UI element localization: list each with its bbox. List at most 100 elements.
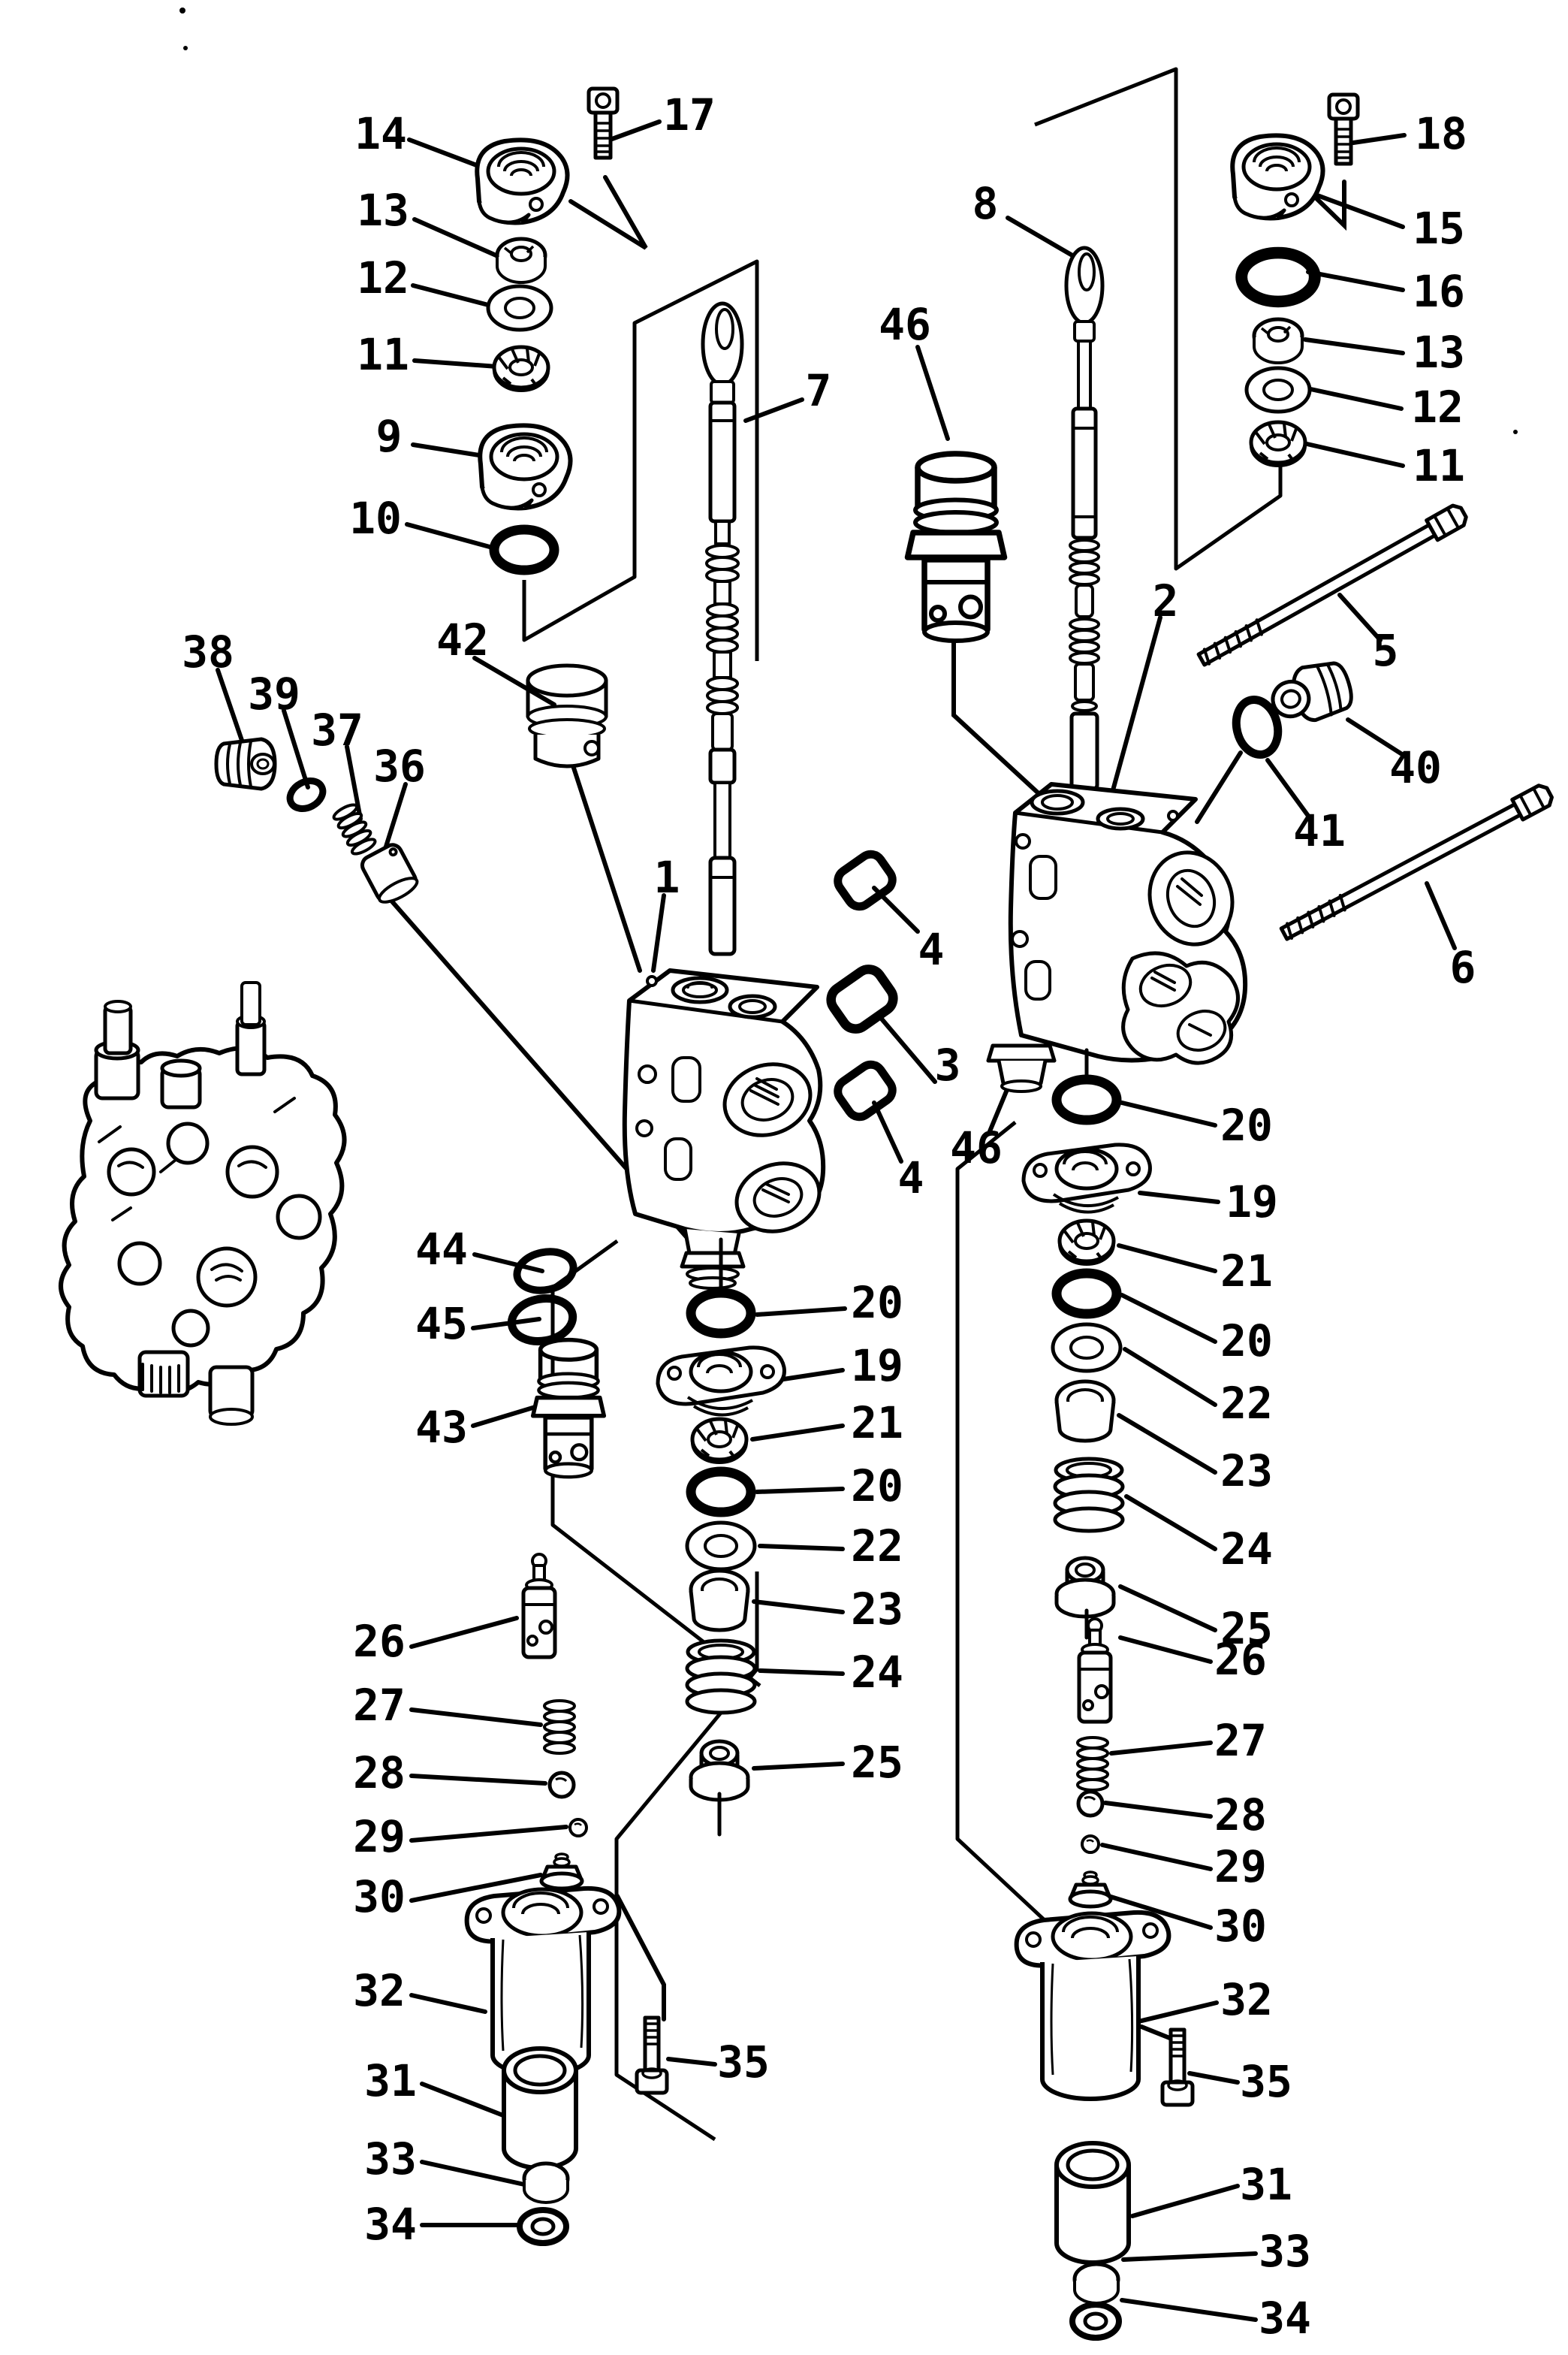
ball-28-left — [550, 1773, 574, 1797]
part-label-35-right: 35 — [1240, 2056, 1292, 2107]
sleeve-31-left — [504, 2049, 576, 2168]
washer-22-center — [687, 1523, 755, 1569]
part-label-32-left: 32 — [353, 1965, 406, 2016]
oring-41 — [1232, 696, 1283, 759]
oring-16 — [1241, 253, 1315, 302]
bolt-6 — [1279, 783, 1554, 941]
part-label-32-right: 32 — [1220, 1974, 1273, 2025]
part-label-1: 1 — [654, 852, 680, 903]
part-label-14: 14 — [354, 108, 407, 159]
part-label-22-center: 22 — [851, 1520, 903, 1572]
print-speck — [1513, 430, 1518, 434]
part-label-34-right: 34 — [1259, 2293, 1311, 2344]
part-label-4-upper: 4 — [918, 924, 945, 975]
washer-12-left — [488, 286, 551, 330]
part-label-24-right: 24 — [1220, 1523, 1273, 1575]
nut-30-right — [1070, 1872, 1111, 1907]
cup-23-right — [1057, 1381, 1114, 1441]
part-label-46-upper: 46 — [879, 299, 931, 350]
part-label-20-right-a: 20 — [1220, 1100, 1273, 1151]
part-label-12-right: 12 — [1411, 382, 1464, 433]
plug-40 — [1271, 661, 1353, 723]
spring-24-center — [687, 1641, 755, 1713]
part-label-9: 9 — [376, 411, 403, 462]
part-label-22-right: 22 — [1220, 1378, 1273, 1429]
spool-8 — [1064, 246, 1105, 791]
part-label-16: 16 — [1413, 266, 1465, 317]
valve-body-2 — [986, 782, 1248, 1093]
bolt-17 — [589, 89, 617, 158]
part-label-41: 41 — [1293, 805, 1346, 856]
spring-seat-19-center — [658, 1348, 784, 1415]
part-label-13-right: 13 — [1413, 327, 1465, 378]
part-label-35-left: 35 — [717, 2036, 770, 2088]
part-label-13-left: 13 — [357, 185, 409, 236]
part-label-3: 3 — [935, 1040, 961, 1091]
part-label-27-right: 27 — [1214, 1715, 1267, 1766]
fence-spool8-group — [1034, 67, 1283, 571]
cover-14 — [477, 140, 567, 222]
washer-22-right — [1053, 1324, 1120, 1371]
part-label-20-center-b: 20 — [851, 1460, 903, 1511]
part-label-26-left: 26 — [353, 1616, 406, 1667]
spring-37 — [332, 803, 377, 856]
callout-labels: 14 17 13 12 11 9 10 18 15 16 13 12 11 8 … — [182, 89, 1476, 2344]
part-label-25-right: 25 — [1220, 1603, 1273, 1654]
part-label-20-right-b: 20 — [1220, 1315, 1273, 1366]
part-label-5: 5 — [1373, 625, 1399, 676]
part-label-36: 36 — [373, 741, 426, 792]
part-label-20-center-a: 20 — [851, 1277, 903, 1328]
part-label-29-right: 29 — [1214, 1841, 1267, 1892]
ball-29-right — [1081, 1834, 1100, 1854]
plug-38 — [216, 739, 275, 789]
detent-26-right — [1079, 1619, 1111, 1722]
relief-valve-43 — [533, 1340, 605, 1478]
part-label-28-right: 28 — [1214, 1789, 1267, 1840]
part-label-10: 10 — [349, 493, 402, 544]
washer-12-right — [1247, 368, 1310, 412]
part-label-11-left: 11 — [357, 329, 409, 380]
cover-15 — [1232, 135, 1322, 218]
cup-33-left — [524, 2163, 568, 2203]
bolt-35-left — [637, 2018, 667, 2093]
detent-26-left — [523, 1554, 555, 1657]
gasket-4-lower — [833, 1060, 897, 1122]
part-label-46-lower: 46 — [950, 1122, 1003, 1173]
relief-valve-46-upper — [908, 454, 1005, 641]
part-label-27-left: 27 — [353, 1680, 406, 1731]
spring-27-right — [1076, 1736, 1109, 1792]
retainer-11-right — [1251, 422, 1305, 466]
bushing-25-right — [1057, 1558, 1114, 1617]
ring-34-left — [520, 2210, 566, 2243]
oring-44 — [513, 1248, 577, 1294]
part-label-21-right: 21 — [1220, 1245, 1273, 1297]
oring-20-right-upper — [1057, 1079, 1117, 1120]
part-label-18: 18 — [1415, 108, 1467, 159]
fence-left-cap-group — [522, 259, 759, 661]
part-label-23-center: 23 — [851, 1584, 903, 1635]
valve-body-1 — [622, 968, 826, 1290]
part-label-38: 38 — [182, 626, 234, 678]
part-label-25-center: 25 — [851, 1737, 903, 1788]
spring-24-right — [1055, 1459, 1123, 1531]
fence-left-bottom-group — [614, 1572, 759, 2142]
part-label-29-left: 29 — [353, 1811, 406, 1862]
oring-39 — [286, 777, 327, 812]
part-label-39: 39 — [248, 669, 300, 720]
ball-28-right — [1078, 1792, 1102, 1816]
bolt-18 — [1329, 95, 1358, 164]
plug-42 — [526, 663, 608, 768]
part-label-12-left: 12 — [357, 252, 409, 303]
part-label-6: 6 — [1450, 942, 1476, 993]
part-label-21-center: 21 — [851, 1397, 903, 1448]
nut-30-left — [541, 1854, 582, 1889]
part-label-19-right: 19 — [1226, 1176, 1278, 1227]
fence-right-stack-group — [955, 1121, 1059, 1934]
part-label-17: 17 — [663, 89, 716, 140]
spring-seat-19-right — [1024, 1145, 1150, 1212]
spring-seat-13-left — [497, 239, 545, 282]
cup-33-right — [1075, 2264, 1118, 2303]
retainer-11-left — [494, 347, 548, 391]
part-label-28-left: 28 — [353, 1747, 406, 1798]
